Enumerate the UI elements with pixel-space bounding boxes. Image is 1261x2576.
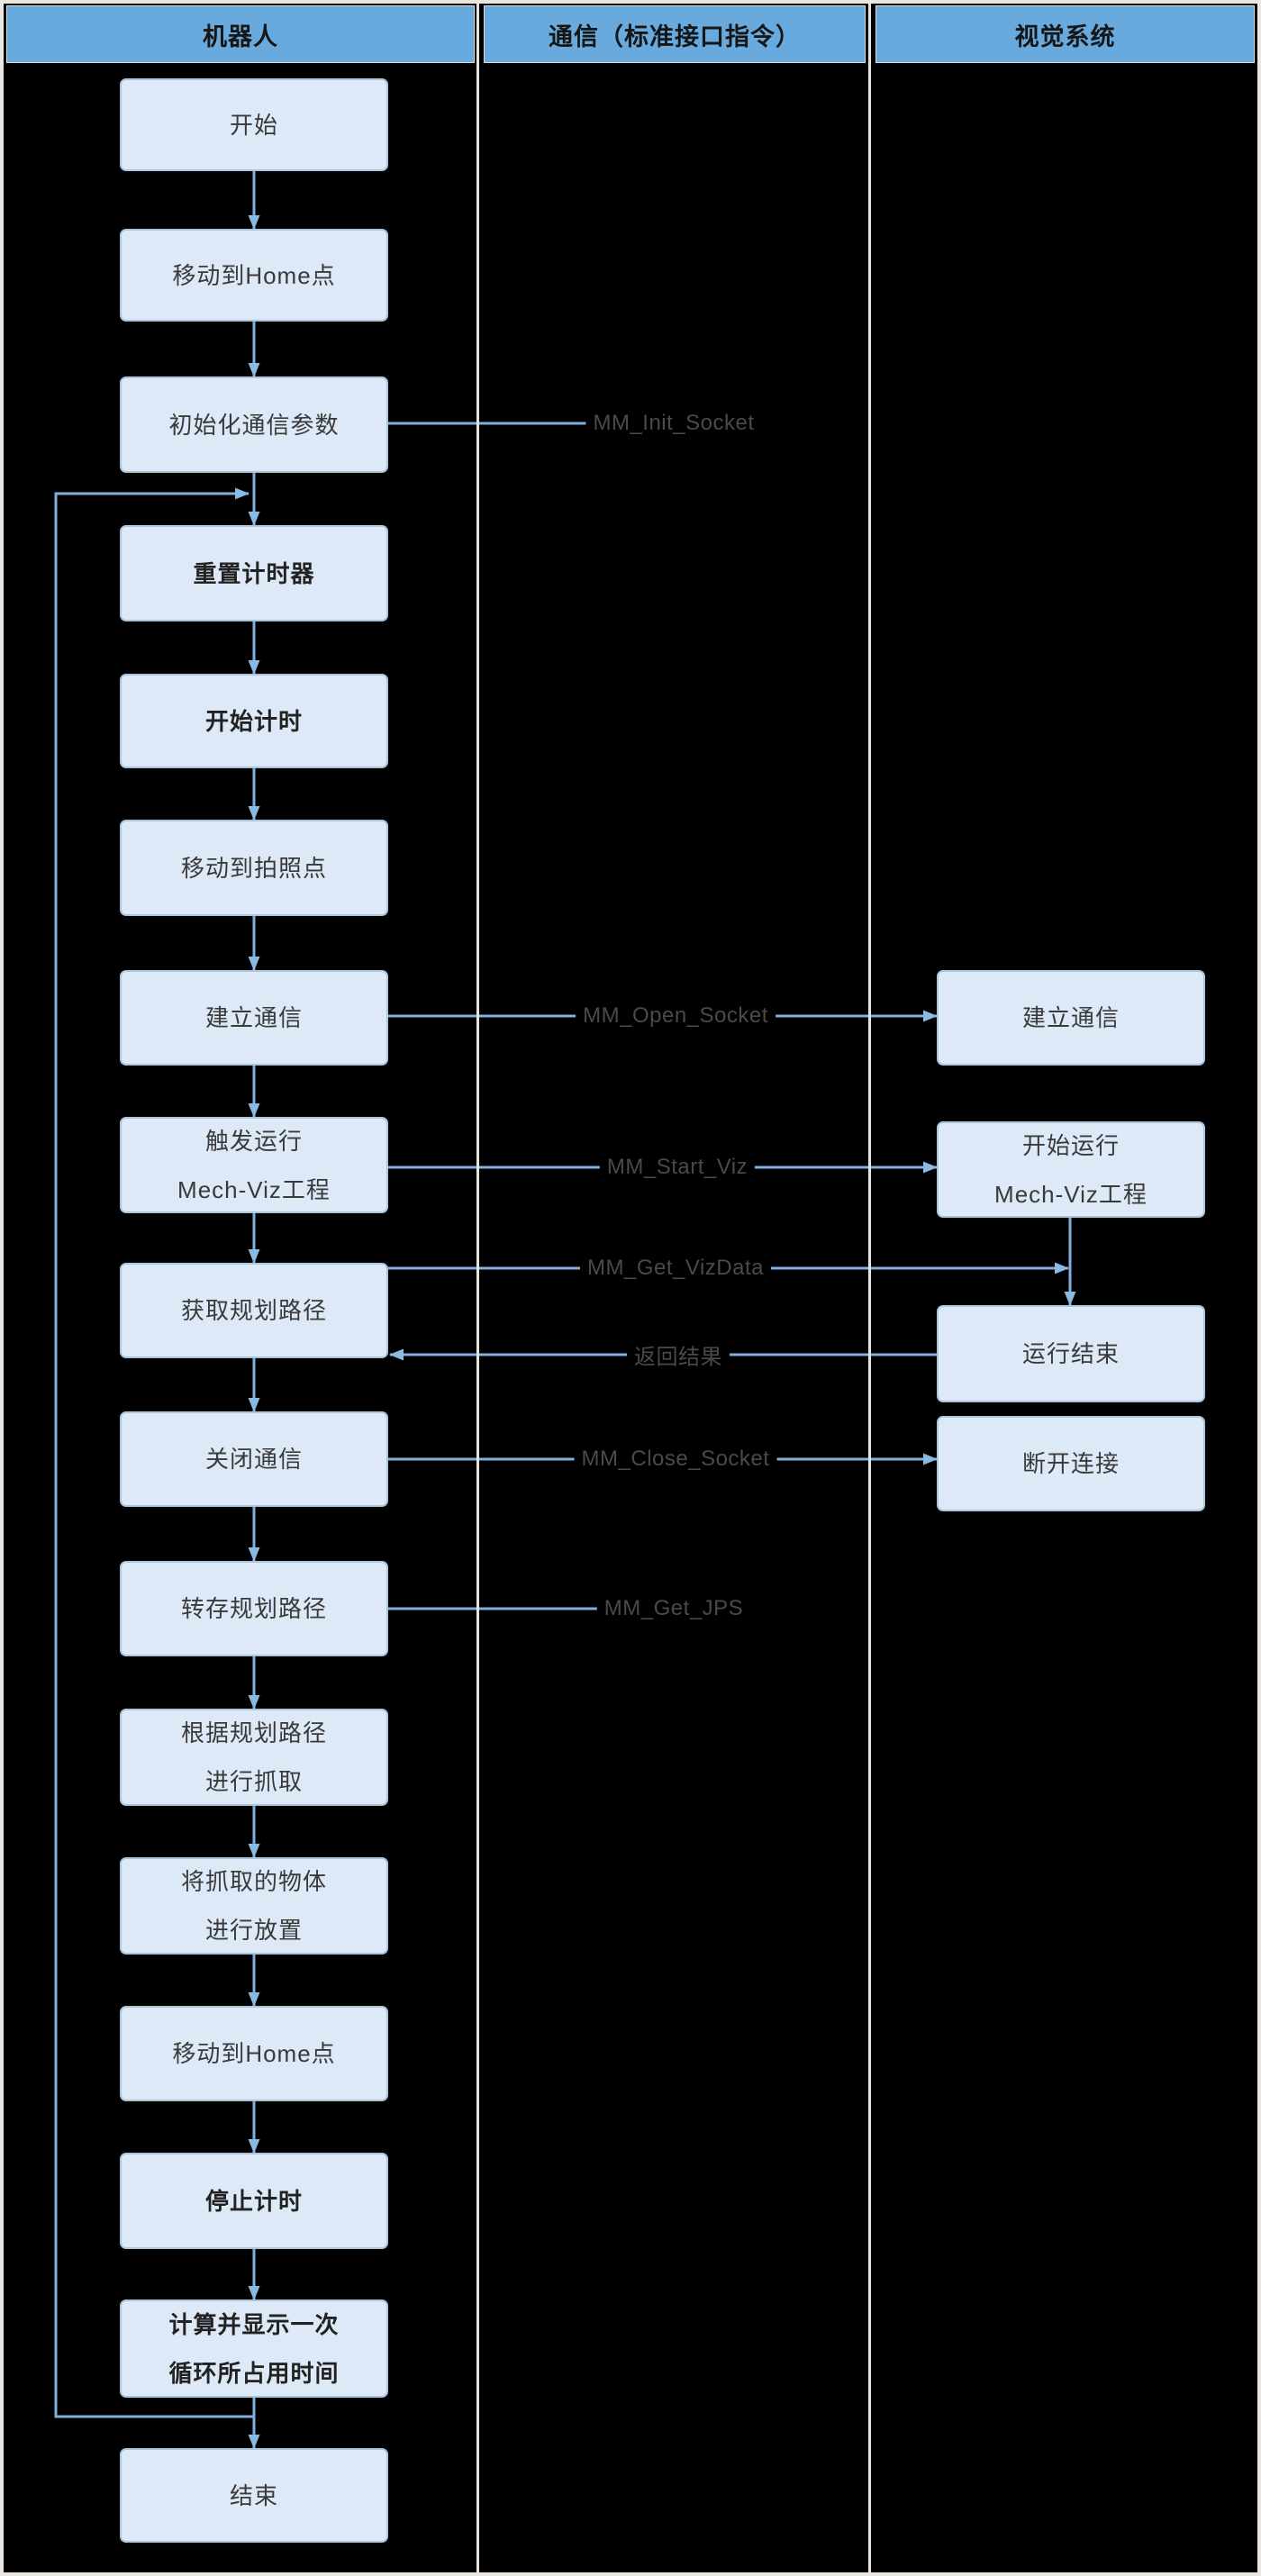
node-compute-cycle-time: 计算并显示一次 循环所占用时间 — [120, 2299, 388, 2398]
node-start: 开始 — [120, 78, 388, 171]
node-disconnect: 断开连接 — [937, 1416, 1205, 1511]
node-pick-by-path: 根据规划路径 进行抓取 — [120, 1709, 388, 1806]
node-start-timing: 开始计时 — [120, 674, 388, 768]
node-init-comm-params: 初始化通信参数 — [120, 376, 388, 473]
node-move-home-1: 移动到Home点 — [120, 229, 388, 322]
node-close-comm: 关闭通信 — [120, 1411, 388, 1507]
node-place-object: 将抓取的物体 进行放置 — [120, 1857, 388, 1955]
node-save-planned-path: 转存规划路径 — [120, 1561, 388, 1656]
node-move-capture-point: 移动到拍照点 — [120, 820, 388, 916]
lane-divider-1 — [476, 4, 479, 2572]
node-reset-timer: 重置计时器 — [120, 525, 388, 621]
edge-label-mm-start-viz: MM_Start_Viz — [599, 1155, 756, 1180]
node-stop-timing: 停止计时 — [120, 2153, 388, 2249]
edge-label-mm-init-socket: MM_Init_Socket — [585, 411, 762, 436]
lane-header-vision: 视觉系统 — [875, 5, 1255, 63]
edge-label-mm-open-socket: MM_Open_Socket — [576, 1003, 776, 1029]
edge-label-mm-get-jps: MM_Get_JPS — [596, 1596, 751, 1621]
node-move-home-2: 移动到Home点 — [120, 2006, 388, 2101]
lane-divider-2 — [868, 4, 871, 2572]
lane-header-robot: 机器人 — [6, 5, 475, 63]
node-run-finished: 运行结束 — [937, 1305, 1205, 1402]
node-establish-comm-robot: 建立通信 — [120, 970, 388, 1066]
node-end: 结束 — [120, 2448, 388, 2543]
edge-label-mm-close-socket: MM_Close_Socket — [574, 1447, 777, 1472]
node-start-mechviz: 开始运行 Mech-Viz工程 — [937, 1121, 1205, 1218]
node-establish-comm-vision: 建立通信 — [937, 970, 1205, 1066]
node-trigger-mechviz: 触发运行 Mech-Viz工程 — [120, 1117, 388, 1213]
node-get-planned-path: 获取规划路径 — [120, 1263, 388, 1358]
lane-header-comm: 通信（标准接口指令） — [484, 5, 866, 63]
edge-label-return-result: 返回结果 — [627, 1338, 730, 1371]
edge-label-mm-get-vizdata: MM_Get_VizData — [580, 1256, 771, 1281]
